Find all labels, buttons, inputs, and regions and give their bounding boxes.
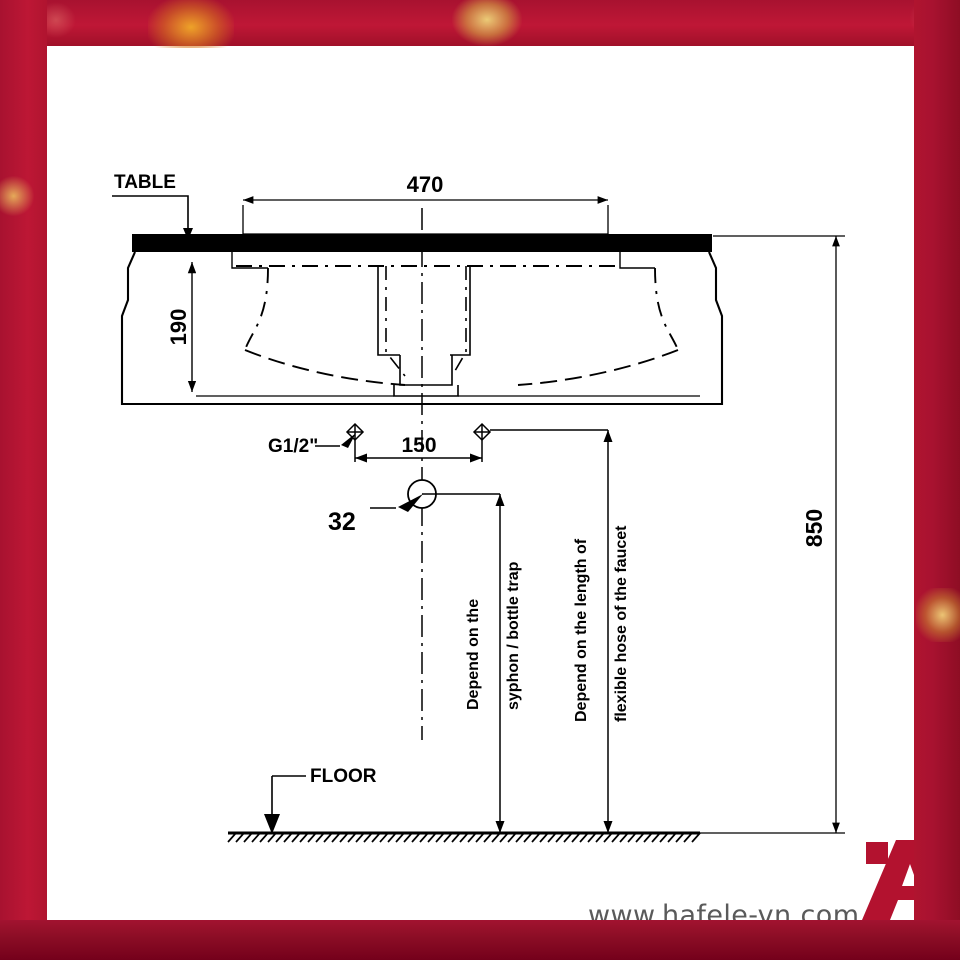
frame-right-border xyxy=(914,0,960,960)
ribbon-accent-gold-4 xyxy=(916,588,960,642)
valve-left xyxy=(345,422,365,442)
note-syphon-line1: Depend on the xyxy=(465,599,482,710)
floor-hatching xyxy=(227,832,701,843)
frame-top-border xyxy=(0,0,960,48)
frame-left-border xyxy=(0,0,47,960)
basin-bowl-floor xyxy=(244,349,679,386)
drain-arrowhead xyxy=(398,494,423,512)
dimension-850: 850 xyxy=(801,509,827,547)
dim-syphon xyxy=(422,493,505,833)
note-syphon-line2: syphon / bottle trap xyxy=(505,561,522,710)
floor-leader xyxy=(271,775,306,818)
dim-470 xyxy=(242,196,609,238)
ribbon-accent-gold-1 xyxy=(148,0,234,48)
note-hose-line1: Depend on the length of xyxy=(573,538,590,722)
countertop-slab xyxy=(132,234,712,252)
note-hose-line2: flexible hose of the faucet xyxy=(613,525,630,722)
dimension-470: 470 xyxy=(407,172,444,197)
drain-boss xyxy=(377,266,471,397)
thread-arrowhead xyxy=(341,433,356,448)
dim-150 xyxy=(354,440,483,463)
drawing-canvas xyxy=(47,46,914,920)
basin-rim xyxy=(231,252,655,269)
dimension-190: 190 xyxy=(166,309,191,346)
label-thread-size: G1/2" xyxy=(268,436,318,457)
label-floor: FLOOR xyxy=(310,766,377,787)
frame-bottom-border xyxy=(0,920,960,960)
ribbon-accent-gold-3 xyxy=(0,176,34,216)
table-leader xyxy=(112,195,189,236)
dim-850 xyxy=(500,235,845,834)
label-drain-diameter: 32 xyxy=(328,508,356,536)
ribbon-accent-gold-2 xyxy=(452,0,522,46)
logo-square xyxy=(866,842,888,864)
valve-right xyxy=(472,422,492,442)
dimension-150: 150 xyxy=(401,434,436,457)
floor-arrowhead xyxy=(264,814,280,834)
basin-bowl-inner-taper xyxy=(385,266,467,377)
basin-bowl-walls xyxy=(244,267,679,351)
dim-hose xyxy=(490,429,613,833)
label-table: TABLE xyxy=(114,172,176,193)
